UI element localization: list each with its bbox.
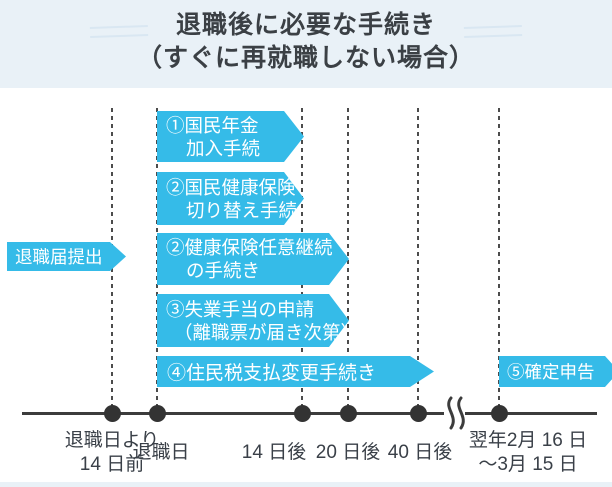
step-arrow-resident-tax: ④住民税支払変更手続き	[157, 356, 434, 387]
timeline-axis-right	[465, 412, 597, 415]
page-title: 退職後に必要な手続き （すぐに再就職しない場合）	[0, 9, 612, 75]
milestone-dot-14days-before	[104, 405, 121, 422]
header: 退職後に必要な手続き （すぐに再就職しない場合）	[0, 0, 612, 88]
step-arrow-voluntary-continuation: ②健康保険任意継続 の手続き	[157, 233, 349, 285]
milestone-dot-retirement-day	[149, 405, 166, 422]
milestone-label-14days-before: 退職日より 14 日前	[65, 428, 160, 478]
dashed-guide-line-20days-after	[347, 108, 349, 414]
milestone-label-14days-after: 14 日後	[242, 428, 306, 478]
timeline-axis-left	[22, 412, 444, 415]
milestone-label-line2: ～3月 15 日	[478, 454, 578, 475]
milestone-label-line1: 40 日後	[387, 442, 453, 463]
milestone-label-line1: 20 日後	[315, 442, 381, 463]
milestone-dot-40days-after	[410, 405, 427, 422]
footer-strip	[0, 482, 612, 487]
milestone-label-line2: 14 日前	[79, 454, 145, 475]
milestone-label-40days-after: 40 日後	[388, 428, 452, 478]
step-arrow-national-pension: ①国民年金 加入手続	[157, 111, 304, 162]
milestone-dot-20days-after	[340, 405, 357, 422]
step-arrow-tax-return: ⑤確定申告	[499, 356, 612, 387]
step-label-line2: の手続き	[186, 260, 261, 281]
milestone-label-20days-after: 20 日後	[316, 428, 380, 478]
step-label: ④住民税支払変更手続き	[167, 363, 377, 384]
step-label-line1: ①国民年金	[166, 114, 259, 136]
milestone-label-line1: 翌年2月 16 日	[468, 430, 588, 451]
step-arrow-resignation-letter: 退職届提出	[7, 242, 126, 271]
step-label-line1: ②国民健康保険	[166, 176, 296, 198]
milestone-dot-next-year	[491, 405, 508, 422]
dashed-guide-line-40days-after	[417, 108, 419, 414]
step-label-line1: ③失業手当の申請	[166, 298, 315, 320]
step-label-line2: 切り替え手続き	[186, 199, 316, 221]
milestone-label-line1: 退職日	[132, 442, 190, 463]
page-title-line2: （すぐに再就職しない場合）	[136, 44, 475, 72]
milestone-label-next-year: 翌年2月 16 日 ～3月 15 日	[469, 428, 587, 478]
step-label: 退職届提出	[15, 247, 103, 267]
step-label-line2: （離職票が届き次第）	[174, 321, 360, 343]
milestone-dot-14days-after	[294, 405, 311, 422]
milestone-label-line1: 14 日後	[241, 442, 307, 463]
step-arrow-national-health-insurance: ②国民健康保険 切り替え手続き	[157, 172, 304, 225]
step-label-line1: ②健康保険任意継続	[166, 237, 333, 258]
step-arrow-unemployment-benefit: ③失業手当の申請 （離職票が届き次第）	[157, 294, 349, 347]
step-label: ⑤確定申告	[507, 362, 595, 382]
milestone-label-retirement-day: 退職日	[132, 428, 189, 478]
axis-break-icon	[447, 396, 465, 430]
step-label-line2: 加入手続	[186, 137, 261, 159]
milestone-label-line1: 退職日より	[64, 430, 160, 451]
dashed-guide-line-next-year	[498, 108, 500, 414]
page-title-line1: 退職後に必要な手続き	[175, 11, 436, 39]
